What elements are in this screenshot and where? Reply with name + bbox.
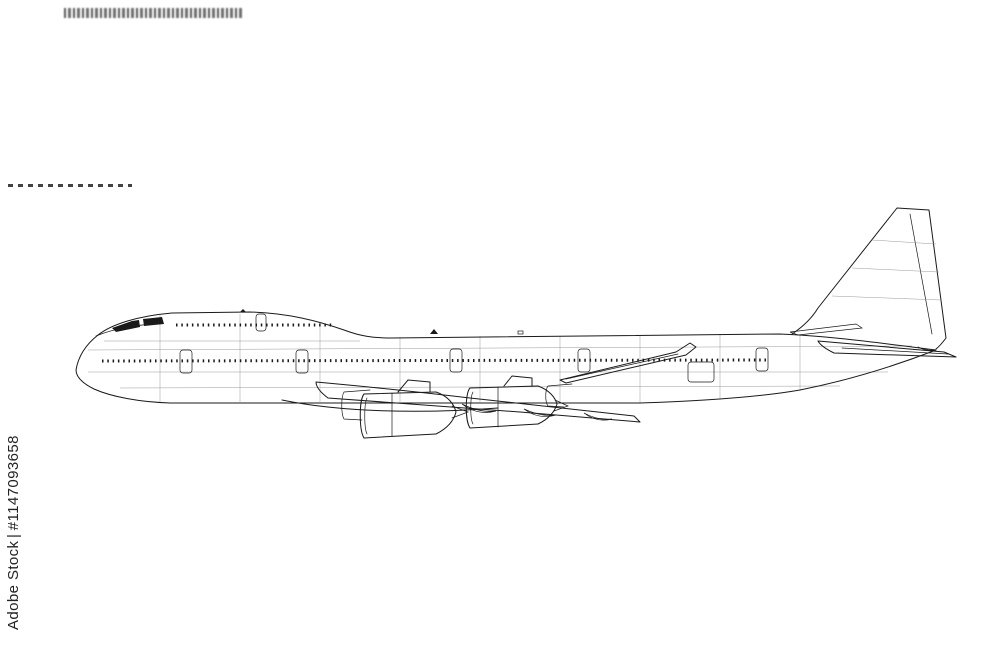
near-wing xyxy=(281,381,641,423)
illegible-watermark-text xyxy=(64,8,242,18)
far-wing-winglet xyxy=(559,342,697,384)
construction-lines xyxy=(87,314,913,403)
horizontal-stabilizers xyxy=(789,323,957,358)
fuselage xyxy=(75,309,937,404)
cockpit-windows xyxy=(112,317,164,332)
engine-inner-near xyxy=(465,375,569,429)
vertical-fin xyxy=(791,207,947,350)
fuselage-doors xyxy=(179,313,769,383)
watermark-dashed-strip xyxy=(8,184,132,189)
engine-outer-near xyxy=(359,379,469,439)
far-engines xyxy=(341,383,573,421)
